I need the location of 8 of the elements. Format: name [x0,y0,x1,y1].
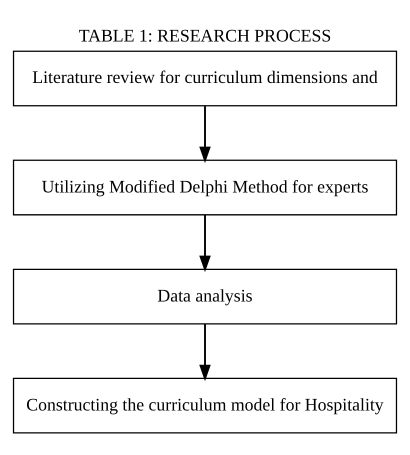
node-box: Data analysis [12,268,398,324]
arrow [199,106,211,164]
arrow [199,215,211,272]
arrow [199,324,211,382]
diagram-title: TABLE 1: RESEARCH PROCESS [78,25,332,46]
node-box: Literature review for curriculum dimensions and [12,50,398,106]
node-box: Constructing the curriculum model for Hospitality [12,378,398,434]
node-box: Utilizing Modified Delphi Method for experts [12,160,398,216]
